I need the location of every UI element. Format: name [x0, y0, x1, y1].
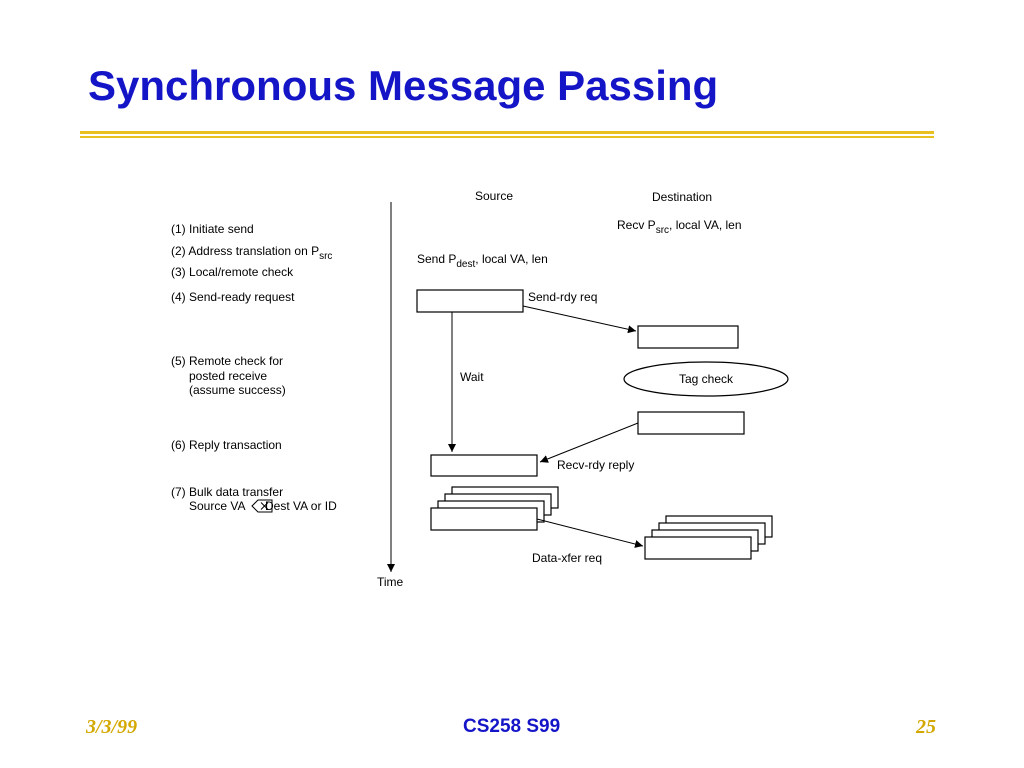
wait-label: Wait: [460, 370, 484, 384]
step-3: (3) Local/remote check: [171, 265, 294, 279]
translation-arrow-icon: [251, 499, 273, 513]
step-7: (7) Bulk data transfer: [171, 485, 283, 499]
recv-call-label: Recv Psrc, local VA, len: [617, 218, 742, 236]
dest-reply-box: [637, 411, 745, 435]
slide-title: Synchronous Message Passing: [88, 62, 719, 109]
time-label: Time: [377, 575, 404, 589]
step-4: (4) Send-ready request: [171, 290, 295, 304]
source-reply-box: [430, 454, 538, 477]
dest-receive-box: [637, 325, 739, 349]
step-6: (6) Reply transaction: [171, 438, 282, 452]
step-7-dest-va: Dest VA or ID: [265, 499, 337, 513]
source-data-stack: [430, 486, 559, 531]
send-rdy-req-label: Send-rdy req: [528, 290, 597, 304]
recv-rdy-reply-arrow: [539, 422, 639, 463]
tag-check-label: Tag check: [679, 372, 734, 386]
send-rdy-req-arrow: [522, 305, 637, 334]
footer-date: 3/3/99: [86, 716, 138, 738]
footer-page-number: 25: [916, 716, 936, 738]
step-5-line-2: posted receive: [189, 369, 267, 383]
dest-data-stack: [644, 515, 773, 560]
send-call-label: Send Pdest, local VA, len: [417, 252, 548, 270]
step-1: (1) Initiate send: [171, 222, 254, 236]
destination-label: Destination: [652, 190, 712, 204]
footer-course: CS258 S99: [463, 716, 561, 737]
tag-check-ellipse: [623, 361, 789, 397]
recv-rdy-reply-label: Recv-rdy reply: [557, 458, 634, 472]
source-label: Source: [475, 189, 513, 203]
title-rule-top: [80, 131, 934, 134]
data-xfer-arrow: [536, 518, 644, 548]
data-xfer-req-label: Data-xfer req: [532, 551, 602, 565]
step-7-source-va: Source VA: [189, 499, 245, 513]
step-2: (2) Address translation on Psrc: [171, 244, 332, 262]
step-5: (5) Remote check for: [171, 354, 283, 368]
send-ready-box: [416, 289, 524, 313]
title-rule-bottom: [80, 136, 934, 138]
step-5-line-3: (assume success): [189, 383, 286, 397]
